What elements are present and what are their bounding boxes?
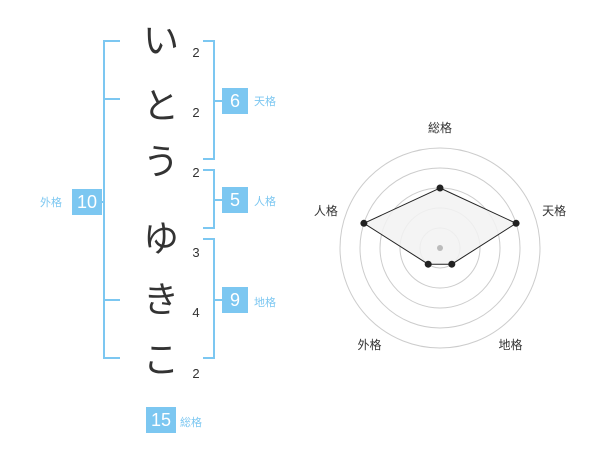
name-char-6: こ [142,340,179,381]
jinkaku-label: 人格 [254,195,276,208]
tenkaku-value: 6 [222,88,248,114]
stroke-count-5: 4 [192,305,200,320]
name-char-5: き [142,280,179,321]
stroke-count-3: 2 [192,165,200,180]
radar-ring-5 [339,147,541,349]
radar-label-2: 天格 [542,203,566,218]
radar-point-3 [448,260,456,268]
stroke-count-4: 3 [192,245,200,260]
stroke-count-1: 2 [192,45,200,60]
radar-points [360,184,520,268]
radar-label-5: 人格 [314,203,338,218]
radar-point-4 [424,260,432,268]
stroke-count-2: 2 [192,105,200,120]
soukaku-value: 15 [146,407,176,433]
jinkaku-value: 5 [222,187,248,213]
radar-label-3: 地格 [498,337,522,352]
name-char-4: ゆ [142,219,179,260]
tenkaku-label: 天格 [254,95,276,108]
chikaku-bracket [203,238,215,359]
name-char-3: う [142,142,179,183]
radar-point-2 [512,219,520,227]
chikaku-label: 地格 [254,296,276,309]
gaikaku-value: 10 [72,189,102,215]
stroke-count-6: 2 [192,366,200,381]
radar-label-4: 外格 [357,337,381,352]
radar-label-1: 総格 [428,120,452,135]
radar-point-5 [360,219,368,227]
name-char-1: い [142,21,179,62]
radar-ring-4 [359,167,521,329]
soukaku-label: 総格 [180,416,202,429]
radar-data-polygon [362,187,518,265]
name-char-2: と [142,86,179,127]
gaikaku-bracket [103,40,120,359]
chikaku-value: 9 [222,287,248,313]
gaikaku-label: 外格 [40,196,62,209]
radar-center-dot [437,245,443,251]
radar-point-1 [436,184,444,192]
